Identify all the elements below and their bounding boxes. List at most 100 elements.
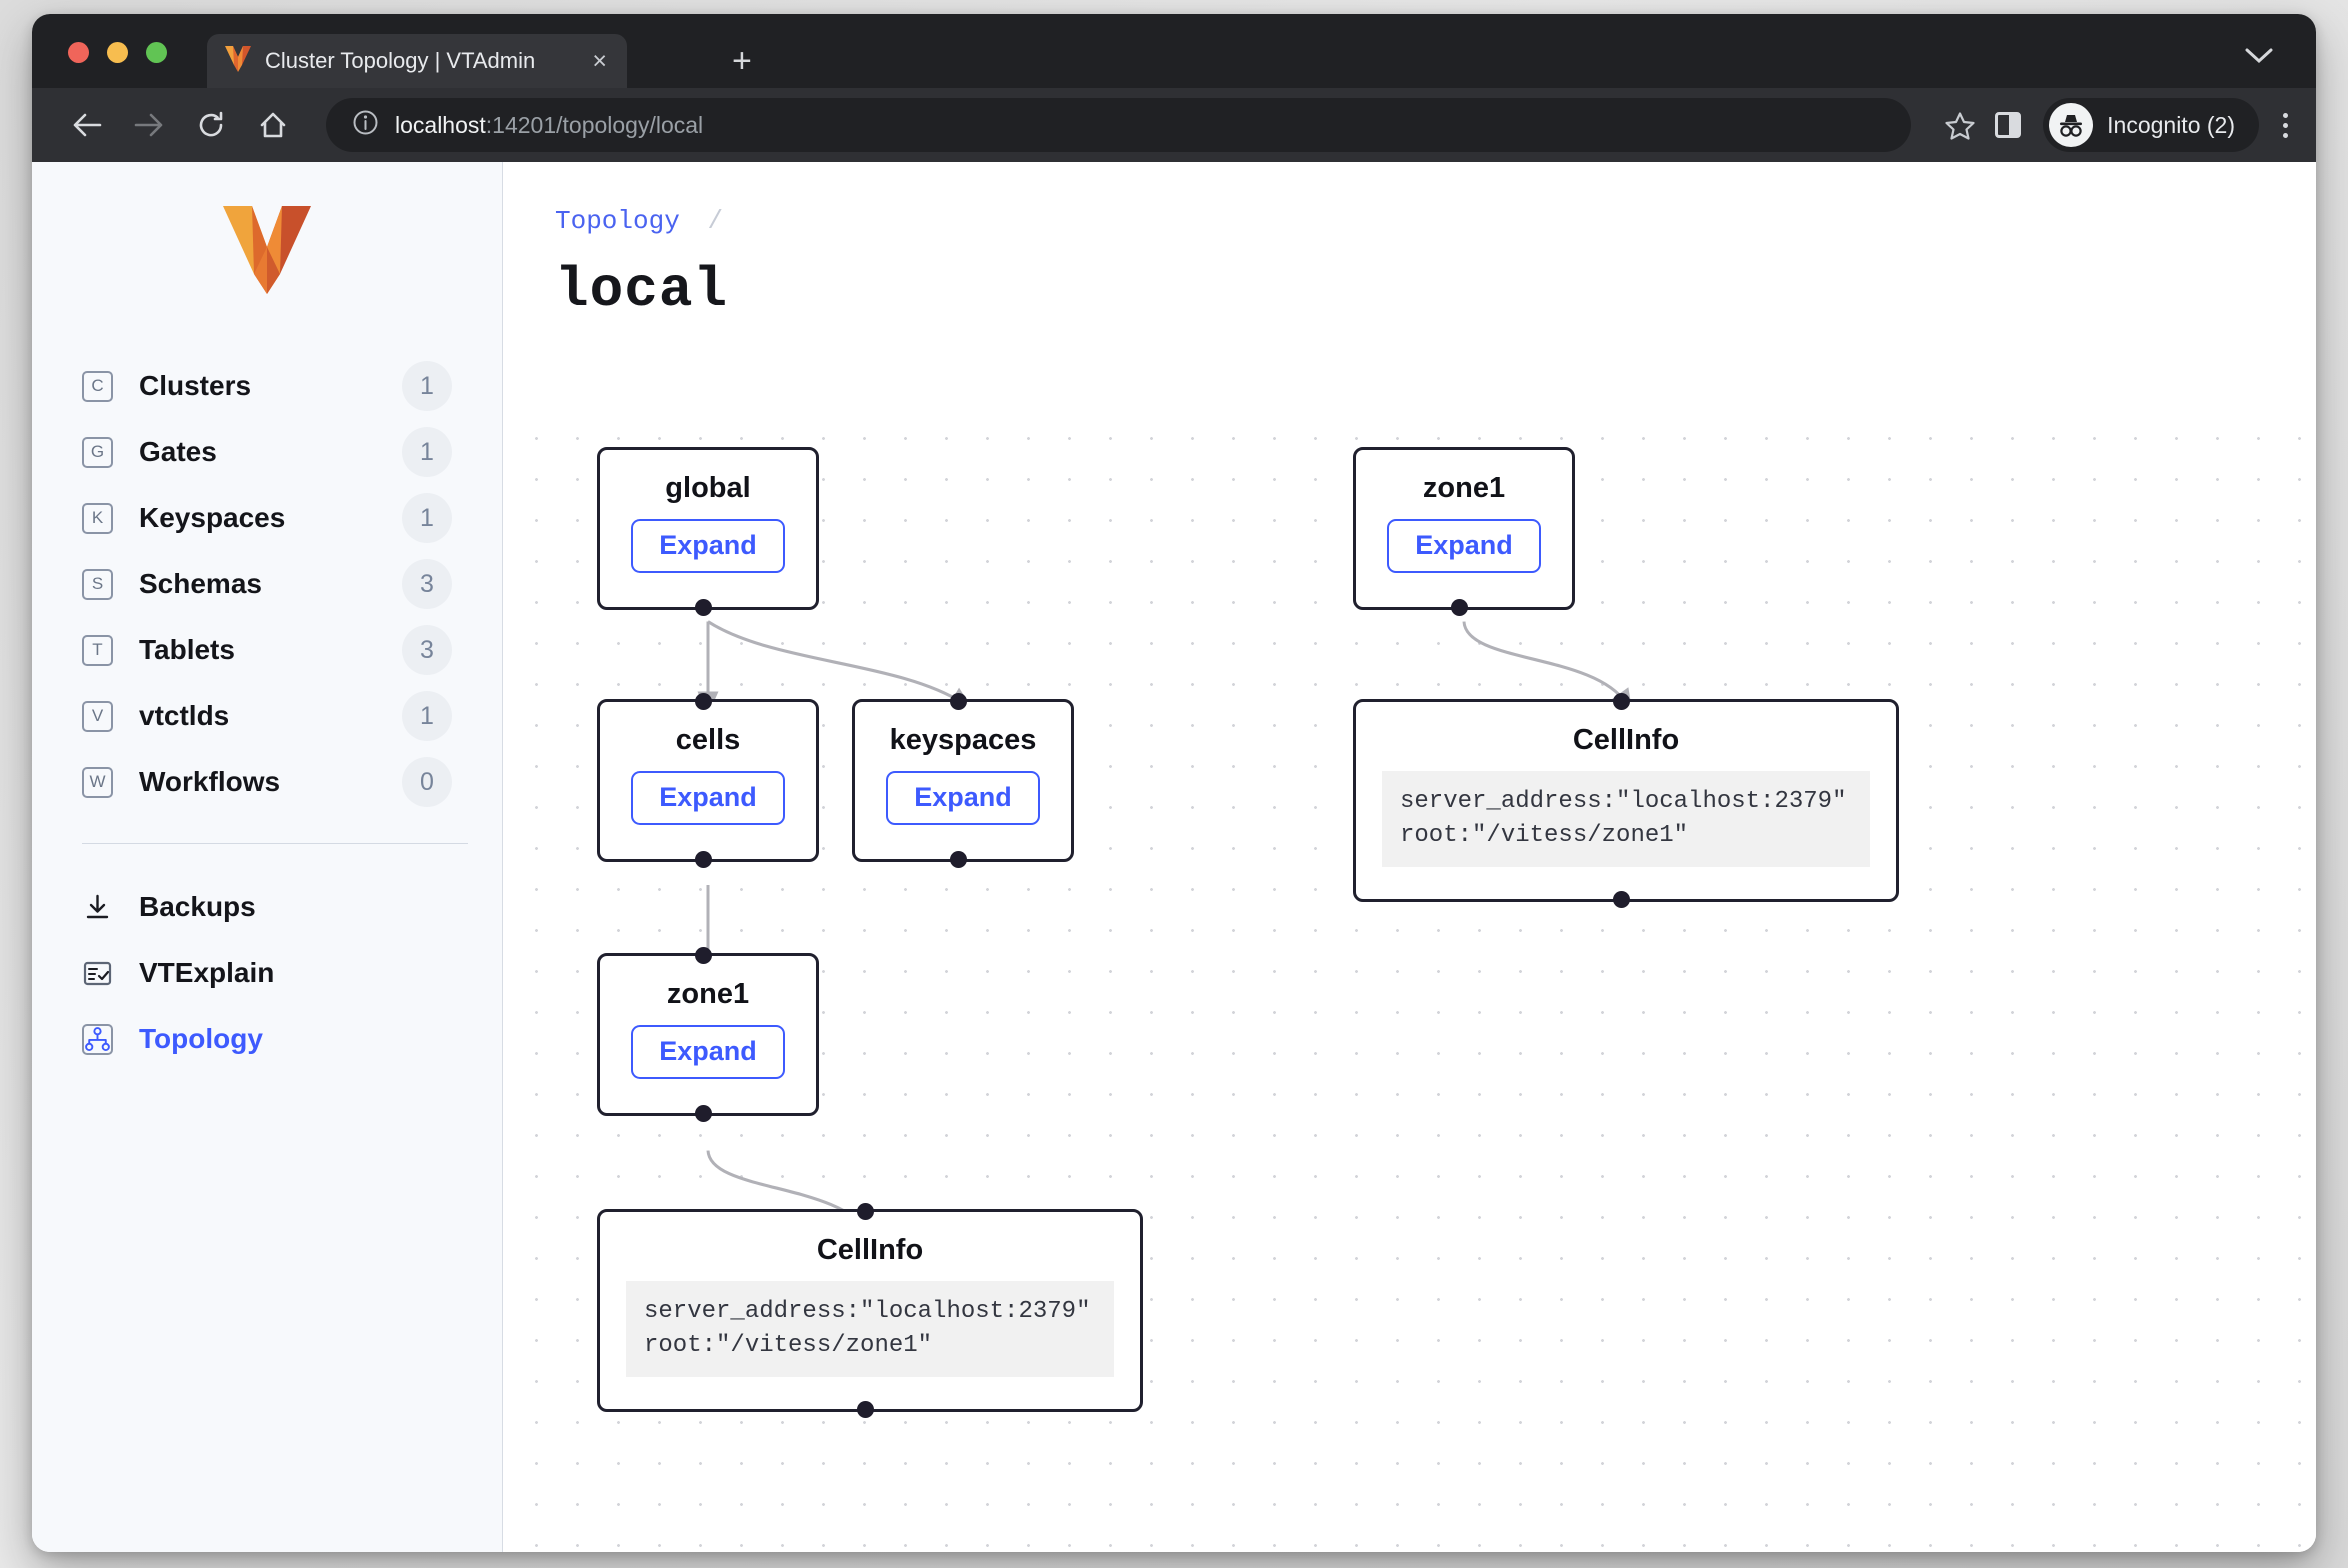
graph-node-cellinfo-bottom[interactable]: CellInfo server_address:"localhost:2379"…	[597, 1203, 1143, 1418]
graph-node-cellinfo-right[interactable]: CellInfo server_address:"localhost:2379"…	[1353, 693, 1899, 908]
sidebar-item-clusters[interactable]: C Clusters 1	[66, 353, 468, 419]
sidebar-item-badge: 3	[402, 625, 452, 675]
sidebar-item-keyspaces[interactable]: K Keyspaces 1	[66, 485, 468, 551]
node-handle-bottom[interactable]	[1451, 599, 1468, 616]
node-handle-bottom[interactable]	[695, 1105, 712, 1122]
graph-node-cells[interactable]: cells Expand	[597, 693, 819, 868]
info-circle-icon[interactable]	[352, 109, 379, 141]
node-handle-top[interactable]	[857, 1203, 874, 1220]
node-title: CellInfo	[816, 1234, 924, 1266]
sidebar-item-badge: 1	[402, 493, 452, 543]
back-arrow-icon[interactable]	[60, 98, 114, 152]
node-handle-bottom[interactable]	[857, 1401, 874, 1418]
expand-button[interactable]: Expand	[631, 519, 785, 573]
list-check-icon	[82, 958, 113, 989]
close-tab-icon[interactable]: ×	[592, 46, 607, 75]
clusters-key-icon: C	[82, 370, 113, 402]
node-handle-bottom[interactable]	[950, 851, 967, 868]
close-window-button[interactable]	[68, 42, 89, 63]
breadcrumb: Topology /	[503, 162, 2316, 236]
sidebar-item-badge: 1	[402, 427, 452, 477]
star-icon[interactable]	[1933, 98, 1987, 152]
sidebar-item-gates[interactable]: G Gates 1	[66, 419, 468, 485]
sidebar-item-badge: 1	[402, 691, 452, 741]
window-controls[interactable]	[68, 42, 167, 63]
node-handle-bottom[interactable]	[695, 851, 712, 868]
download-icon	[82, 892, 113, 923]
sidebar-item-backups[interactable]: Backups	[66, 874, 468, 940]
browser-tab-active[interactable]: Cluster Topology | VTAdmin ×	[207, 34, 627, 88]
kebab-menu-icon[interactable]	[2267, 108, 2288, 143]
edge-zone1right-cellinfo	[1462, 621, 1633, 713]
browser-tab-title: Cluster Topology | VTAdmin	[265, 48, 536, 73]
sidebar-item-label: vtctlds	[139, 700, 230, 731]
sidebar-item-workflows[interactable]: W Workflows 0	[66, 749, 468, 815]
node-handle-top[interactable]	[695, 693, 712, 710]
sidebar-item-badge: 3	[402, 559, 452, 609]
side-panel-icon[interactable]	[1995, 112, 2022, 138]
node-handle-top[interactable]	[950, 693, 967, 710]
browser-toolbar: localhost:14201/topology/local Incognito…	[32, 88, 2316, 162]
sidebar-primary-nav: C Clusters 1 G Gates 1 K Keyspaces 1 S S…	[32, 353, 502, 815]
node-title: cells	[675, 724, 741, 756]
sidebar-item-vtexplain[interactable]: VTExplain	[66, 940, 468, 1006]
sidebar-secondary-nav: Backups VTExplain	[32, 874, 502, 1072]
keyspaces-key-icon: K	[82, 502, 113, 534]
sidebar-item-label: Workflows	[139, 766, 281, 797]
minimize-window-button[interactable]	[107, 42, 128, 63]
url-host: localhost	[395, 111, 486, 138]
expand-button[interactable]: Expand	[886, 771, 1040, 825]
incognito-icon	[2049, 103, 2094, 147]
sidebar-item-vtctlds[interactable]: V vtctlds 1	[66, 683, 468, 749]
address-bar[interactable]: localhost:14201/topology/local	[326, 98, 1912, 152]
graph-node-global[interactable]: global Expand	[597, 447, 819, 616]
node-handle-top[interactable]	[1613, 693, 1630, 710]
sidebar-item-schemas[interactable]: S Schemas 3	[66, 551, 468, 617]
node-handle-top[interactable]	[695, 947, 712, 964]
browser-window: Cluster Topology | VTAdmin × + localhost…	[32, 14, 2316, 1552]
vtctlds-key-icon: V	[82, 700, 113, 732]
sidebar-item-label: Gates	[139, 436, 217, 467]
sidebar-item-label: VTExplain	[139, 957, 275, 988]
schemas-key-icon: S	[82, 568, 113, 600]
node-title: global	[665, 472, 751, 504]
vitess-logo[interactable]	[32, 202, 502, 297]
graph-node-zone1-left[interactable]: zone1 Expand	[597, 947, 819, 1122]
sidebar-item-label: Topology	[139, 1023, 263, 1054]
expand-button[interactable]: Expand	[1387, 519, 1541, 573]
node-title: keyspaces	[889, 724, 1037, 756]
edge-global-keyspaces	[707, 620, 973, 710]
reload-icon[interactable]	[184, 98, 238, 152]
sidebar-item-label: Clusters	[139, 370, 252, 401]
new-tab-button[interactable]: +	[732, 42, 752, 80]
sidebar-item-label: Tablets	[139, 634, 235, 665]
forward-arrow-icon[interactable]	[122, 98, 176, 152]
vitess-favicon-icon	[225, 45, 251, 78]
graph-node-zone1-right[interactable]: zone1 Expand	[1353, 447, 1575, 616]
sidebar: C Clusters 1 G Gates 1 K Keyspaces 1 S S…	[32, 162, 503, 1552]
chevron-down-icon[interactable]	[2244, 47, 2274, 70]
gates-key-icon: G	[82, 436, 113, 468]
expand-button[interactable]: Expand	[631, 1025, 785, 1079]
sidebar-item-badge: 1	[402, 361, 452, 411]
profile-chip[interactable]: Incognito (2)	[2043, 98, 2259, 152]
sidebar-item-label: Keyspaces	[139, 502, 286, 533]
sidebar-item-tablets[interactable]: T Tablets 3	[66, 617, 468, 683]
browser-tab-strip: Cluster Topology | VTAdmin × +	[32, 14, 2316, 88]
node-title: zone1	[1422, 472, 1506, 504]
graph-node-keyspaces[interactable]: keyspaces Expand	[852, 693, 1074, 868]
url-path: :14201/topology/local	[485, 111, 704, 138]
cellinfo-code-block: server_address:"localhost:2379" root:"/v…	[1382, 771, 1870, 868]
sidebar-item-badge: 0	[402, 757, 452, 807]
home-icon[interactable]	[246, 98, 300, 152]
node-handle-bottom[interactable]	[1613, 891, 1630, 908]
maximize-window-button[interactable]	[146, 42, 167, 63]
node-handle-bottom[interactable]	[695, 599, 712, 616]
node-title: zone1	[666, 978, 750, 1010]
address-bar-url: localhost:14201/topology/local	[395, 112, 703, 139]
topology-graph-canvas[interactable]: global Expand cells Expand keyspaces Exp…	[503, 402, 2316, 1552]
cellinfo-code-block: server_address:"localhost:2379" root:"/v…	[626, 1281, 1114, 1378]
expand-button[interactable]: Expand	[631, 771, 785, 825]
breadcrumb-topology-link[interactable]: Topology	[555, 206, 680, 236]
sidebar-item-topology[interactable]: Topology	[66, 1006, 468, 1072]
